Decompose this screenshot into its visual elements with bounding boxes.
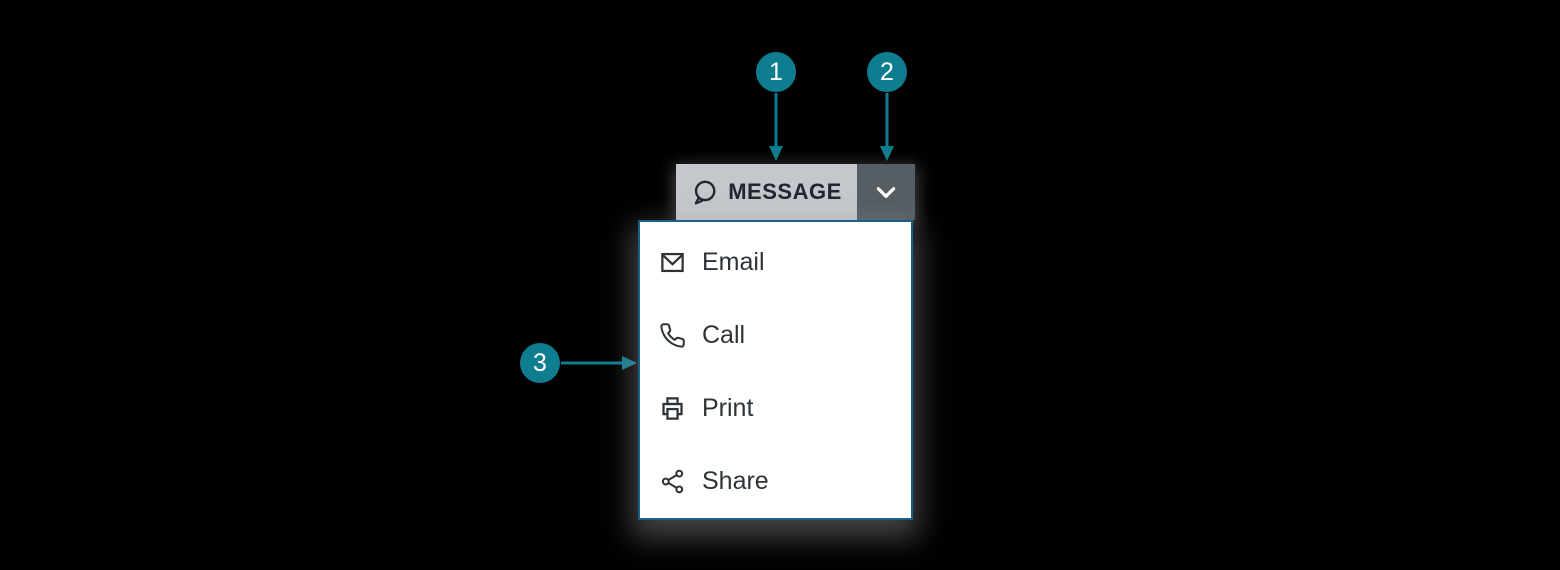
menu-item-label: Print	[702, 394, 754, 422]
callout-number: 1	[769, 57, 783, 86]
message-split-button: MESSAGE	[676, 164, 915, 220]
menu-item-label: Share	[702, 467, 769, 495]
phone-icon	[659, 322, 686, 349]
callout-1-arrow	[769, 93, 783, 161]
message-button[interactable]: MESSAGE	[676, 164, 857, 220]
callout-number: 2	[880, 57, 894, 86]
menu-item-call[interactable]: Call	[640, 299, 911, 372]
share-icon	[659, 468, 686, 495]
callout-badge-2: 2	[867, 52, 907, 92]
chevron-down-icon	[873, 179, 899, 205]
printer-icon	[659, 395, 686, 422]
menu-item-share[interactable]: Share	[640, 445, 911, 518]
menu-item-label: Call	[702, 321, 746, 349]
email-icon	[659, 249, 686, 276]
callout-2-arrow	[880, 93, 894, 161]
callout-badge-3: 3	[520, 343, 560, 383]
message-bubble-icon	[691, 179, 718, 206]
menu-item-label: Email	[702, 248, 765, 276]
callout-badge-1: 1	[756, 52, 796, 92]
message-button-label: MESSAGE	[728, 179, 842, 204]
callout-number: 3	[533, 348, 547, 377]
menu-item-email[interactable]: Email	[640, 226, 911, 299]
dropdown-toggle-button[interactable]	[857, 164, 915, 220]
dropdown-menu-panel: Email Call Print	[638, 220, 913, 520]
callout-3-arrow	[561, 356, 637, 370]
menu-item-print[interactable]: Print	[640, 372, 911, 445]
